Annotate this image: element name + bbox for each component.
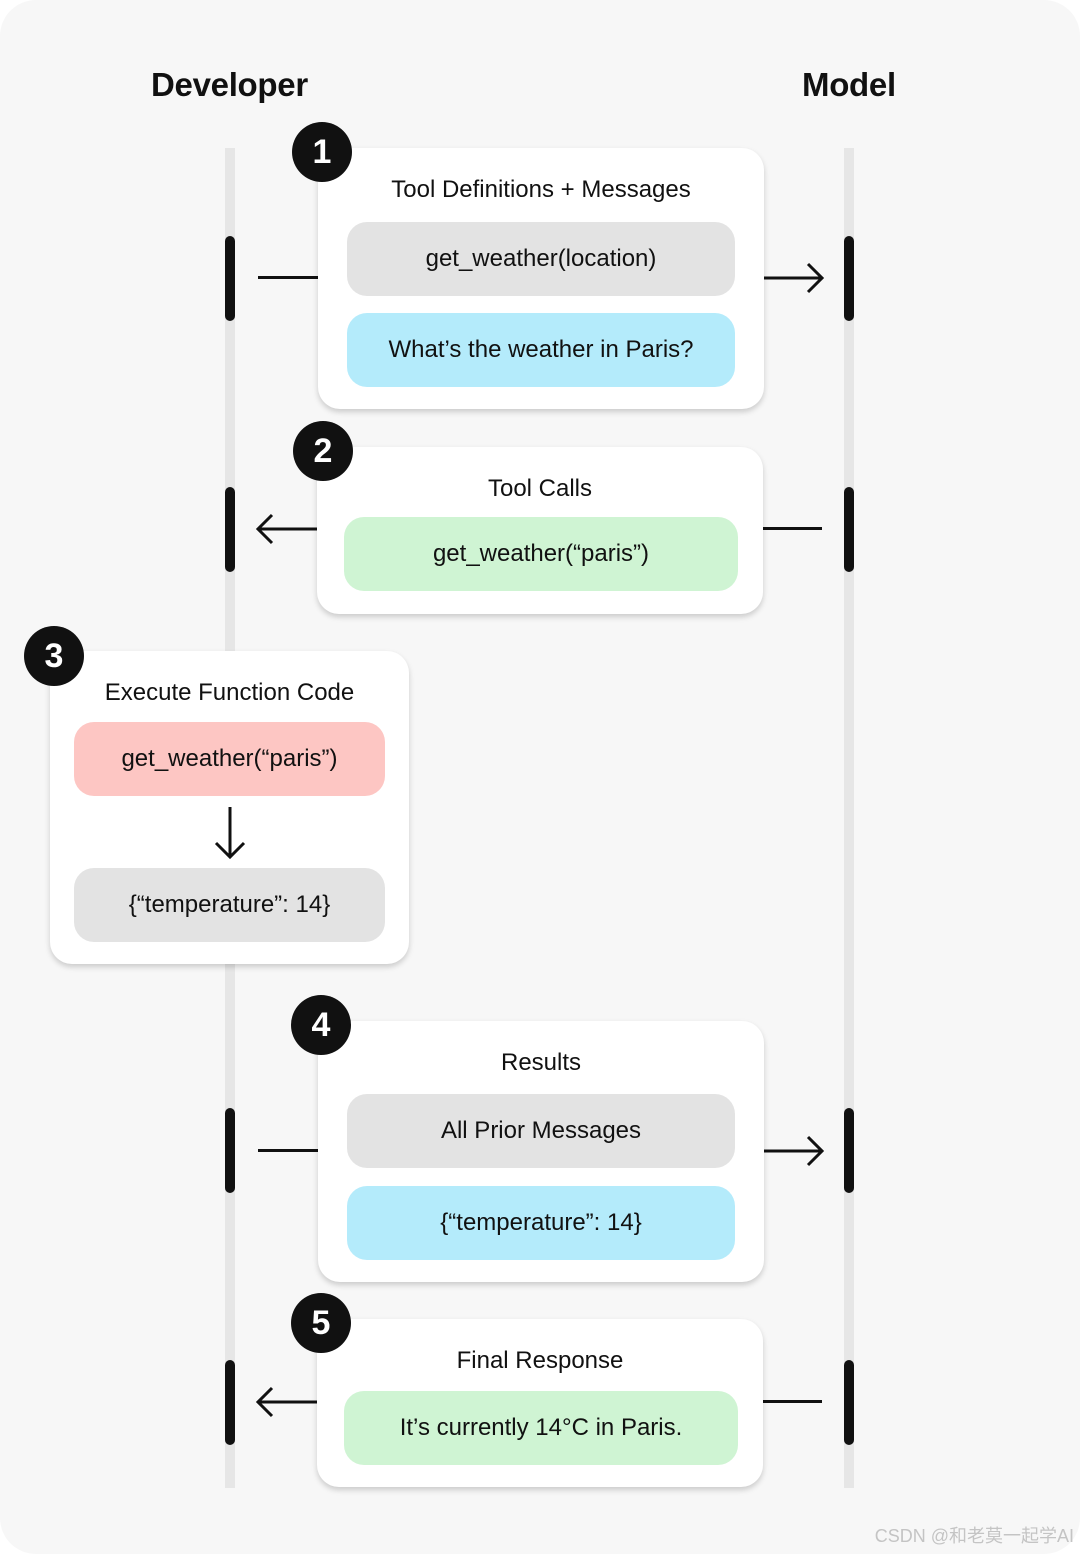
left-arrow-icon	[255, 513, 318, 545]
step-card-5: Final Response It’s currently 14°C in Pa…	[317, 1319, 763, 1487]
connector-line-1	[258, 276, 320, 279]
step-badge-2: 2	[293, 421, 353, 481]
developer-tick-2	[225, 487, 235, 572]
user-message-pill: What’s the weather in Paris?	[347, 313, 735, 387]
developer-column-title: Developer	[151, 66, 308, 103]
model-tick-1	[844, 236, 854, 321]
step-card-1: Tool Definitions + Messages get_weather(…	[318, 148, 764, 409]
step-card-4: Results All Prior Messages {“temperature…	[318, 1021, 764, 1282]
watermark: CSDN @和老莫一起学AI	[874, 1526, 1074, 1546]
tool-definition-pill: get_weather(location)	[347, 222, 735, 296]
step-badge-3: 3	[24, 626, 84, 686]
model-column-title: Model	[802, 66, 896, 103]
step-badge-1: 1	[292, 122, 352, 182]
model-lane	[844, 148, 854, 1488]
right-arrow-icon	[764, 1135, 825, 1167]
step-card-2: Tool Calls get_weather(“paris”)	[317, 447, 763, 614]
developer-tick-4	[225, 1108, 235, 1193]
right-arrow-icon	[764, 262, 825, 294]
step-title-2: Tool Calls	[487, 475, 593, 502]
prior-messages-pill: All Prior Messages	[347, 1094, 735, 1168]
step-title-4: Results	[500, 1049, 582, 1076]
step-title-1: Tool Definitions + Messages	[391, 176, 691, 203]
step-badge-4: 4	[291, 995, 351, 1055]
step-title-3: Execute Function Code	[104, 679, 355, 706]
connector-line-4	[258, 1149, 320, 1152]
tool-call-pill: get_weather(“paris”)	[344, 517, 738, 591]
function-result-pill: {“temperature”: 14}	[74, 868, 385, 942]
model-tick-2	[844, 487, 854, 572]
developer-tick-1	[225, 236, 235, 321]
down-arrow-icon	[214, 807, 246, 860]
step-card-3: Execute Function Code get_weather(“paris…	[50, 651, 409, 964]
connector-line-5	[762, 1400, 822, 1403]
final-response-pill: It’s currently 14°C in Paris.	[344, 1391, 738, 1465]
model-tick-5	[844, 1360, 854, 1445]
developer-tick-5	[225, 1360, 235, 1445]
step-title-5: Final Response	[456, 1347, 624, 1374]
left-arrow-icon	[255, 1386, 318, 1418]
function-call-pill: get_weather(“paris”)	[74, 722, 385, 796]
result-message-pill: {“temperature”: 14}	[347, 1186, 735, 1260]
connector-line-2	[762, 527, 822, 530]
model-tick-4	[844, 1108, 854, 1193]
step-badge-5: 5	[291, 1293, 351, 1353]
